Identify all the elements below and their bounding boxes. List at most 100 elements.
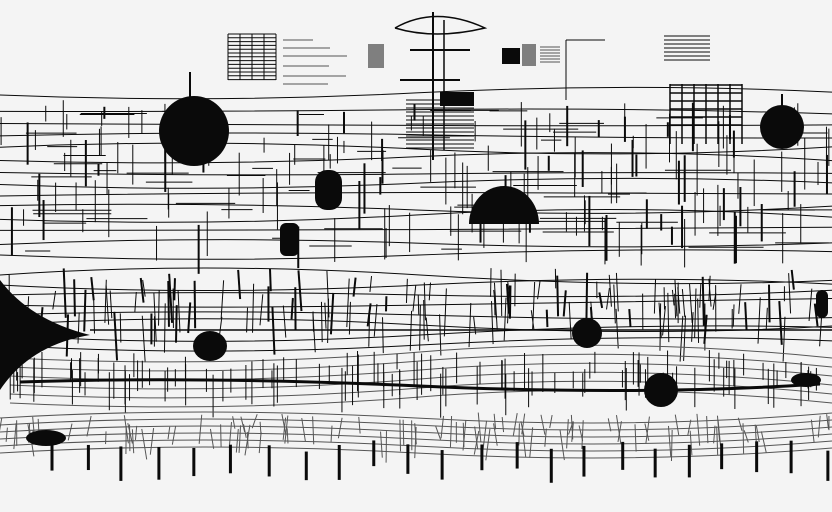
- diagonal-hatch: [131, 429, 135, 454]
- diagonal-hatch: [713, 425, 716, 444]
- diagonal-hatch: [501, 417, 505, 433]
- diagonal-hatch: [742, 423, 745, 454]
- grid-line: [659, 303, 662, 351]
- diagonal-hatch: [232, 416, 236, 429]
- grid-line: [419, 305, 421, 351]
- diagonal-hatch: [644, 423, 650, 441]
- diagonal-hatch: [301, 417, 306, 442]
- horizontal-wave: [9, 380, 832, 399]
- diagonal-hatch: [696, 413, 701, 446]
- diagonal-hatch: [330, 425, 333, 442]
- horizontal-wave: [0, 192, 832, 197]
- grid-line: [259, 294, 264, 326]
- horizontal-wave: [0, 249, 832, 260]
- diagonal-hatch: [312, 416, 315, 445]
- grid-line: [681, 289, 686, 318]
- grid-line: [109, 290, 113, 319]
- diagonal-hatch: [549, 414, 553, 429]
- diagonal-hatch: [667, 425, 672, 457]
- grid-line: [105, 285, 110, 325]
- diagonal-hatch: [581, 420, 584, 449]
- diagonal-hatch: [198, 414, 203, 444]
- diagonal-hatch: [670, 430, 673, 461]
- grid-line: [409, 310, 413, 351]
- diagonal-hatch: [755, 425, 760, 443]
- diagonal-hatch: [743, 430, 749, 443]
- small-black-capsule: [280, 223, 299, 256]
- grid-line: [282, 305, 287, 338]
- grid-line: [491, 301, 494, 345]
- grid-line: [790, 269, 795, 290]
- black-ellipse: [26, 430, 66, 446]
- grid-line: [765, 307, 768, 330]
- grid-line: [297, 270, 303, 312]
- grid-line: [493, 289, 497, 319]
- grid-line: [813, 303, 819, 327]
- diagonal-hatch: [229, 422, 232, 445]
- diagonal-hatch: [559, 429, 565, 461]
- black-wedge: [0, 280, 90, 390]
- horizontal-wave: [0, 337, 832, 352]
- grid-line: [699, 283, 702, 308]
- diagonal-hatch: [760, 431, 767, 453]
- grid-line: [163, 303, 166, 353]
- grid-line: [608, 274, 612, 307]
- diagonal-hatch: [238, 425, 242, 453]
- grid-line: [90, 276, 95, 301]
- grid-line: [468, 302, 472, 348]
- diagonal-hatch: [540, 414, 546, 435]
- diagonal-hatch: [13, 423, 17, 450]
- diagonal-hatch: [449, 416, 453, 448]
- diagonal-hatch: [482, 420, 488, 451]
- grid-line: [119, 313, 122, 343]
- grid-line: [701, 276, 705, 326]
- large-black-circle: [159, 96, 229, 166]
- diagonal-hatch: [817, 415, 821, 438]
- grid-line: [369, 275, 373, 293]
- grid-line: [671, 289, 675, 306]
- grid-line: [778, 301, 783, 345]
- grid-line: [788, 273, 792, 314]
- grid-line: [405, 278, 408, 304]
- grid-line: [428, 282, 431, 301]
- diagonal-hatch: [284, 415, 289, 444]
- diagonal-hatch: [123, 415, 129, 444]
- grid-line: [606, 287, 610, 310]
- horizontal-wave: [9, 362, 832, 381]
- grid-line: [168, 273, 174, 323]
- grid-line: [708, 275, 711, 302]
- horizontal-wave: [9, 371, 832, 390]
- horizontal-wave: [0, 446, 832, 459]
- grid-line: [324, 302, 327, 329]
- diagonal-hatch: [337, 417, 343, 439]
- horizontal-wave: [0, 203, 832, 214]
- diagonal-hatch: [134, 425, 138, 440]
- horizontal-wave: [0, 142, 832, 155]
- diagonal-hatch: [209, 428, 215, 449]
- grid-line: [691, 312, 694, 342]
- diagonal-hatch: [826, 414, 829, 430]
- diagonal-hatch: [141, 428, 148, 460]
- diagonal-hatch: [474, 426, 479, 450]
- diagonal-hatch: [167, 426, 171, 440]
- black-ellipse: [791, 373, 821, 387]
- grid-line: [503, 297, 507, 341]
- grid-line: [382, 317, 384, 354]
- grid-line: [220, 280, 225, 319]
- grid-line: [412, 285, 417, 312]
- grid-line: [738, 284, 742, 314]
- diagonal-hatch: [149, 427, 155, 455]
- grid-line: [141, 315, 146, 363]
- diagonal-hatch: [380, 431, 383, 458]
- grid-line: [545, 309, 549, 328]
- left-black-blob: [193, 331, 227, 361]
- diagonal-hatch: [5, 427, 8, 442]
- diagonal-hatch: [617, 421, 622, 442]
- grid-line: [237, 269, 242, 300]
- grid-line: [153, 293, 157, 342]
- horizontal-wave: [0, 289, 832, 298]
- horizontal-wave: [0, 439, 832, 452]
- solid-shapes-layer: [0, 48, 828, 446]
- grid-line: [187, 302, 192, 334]
- grid-line: [252, 283, 255, 333]
